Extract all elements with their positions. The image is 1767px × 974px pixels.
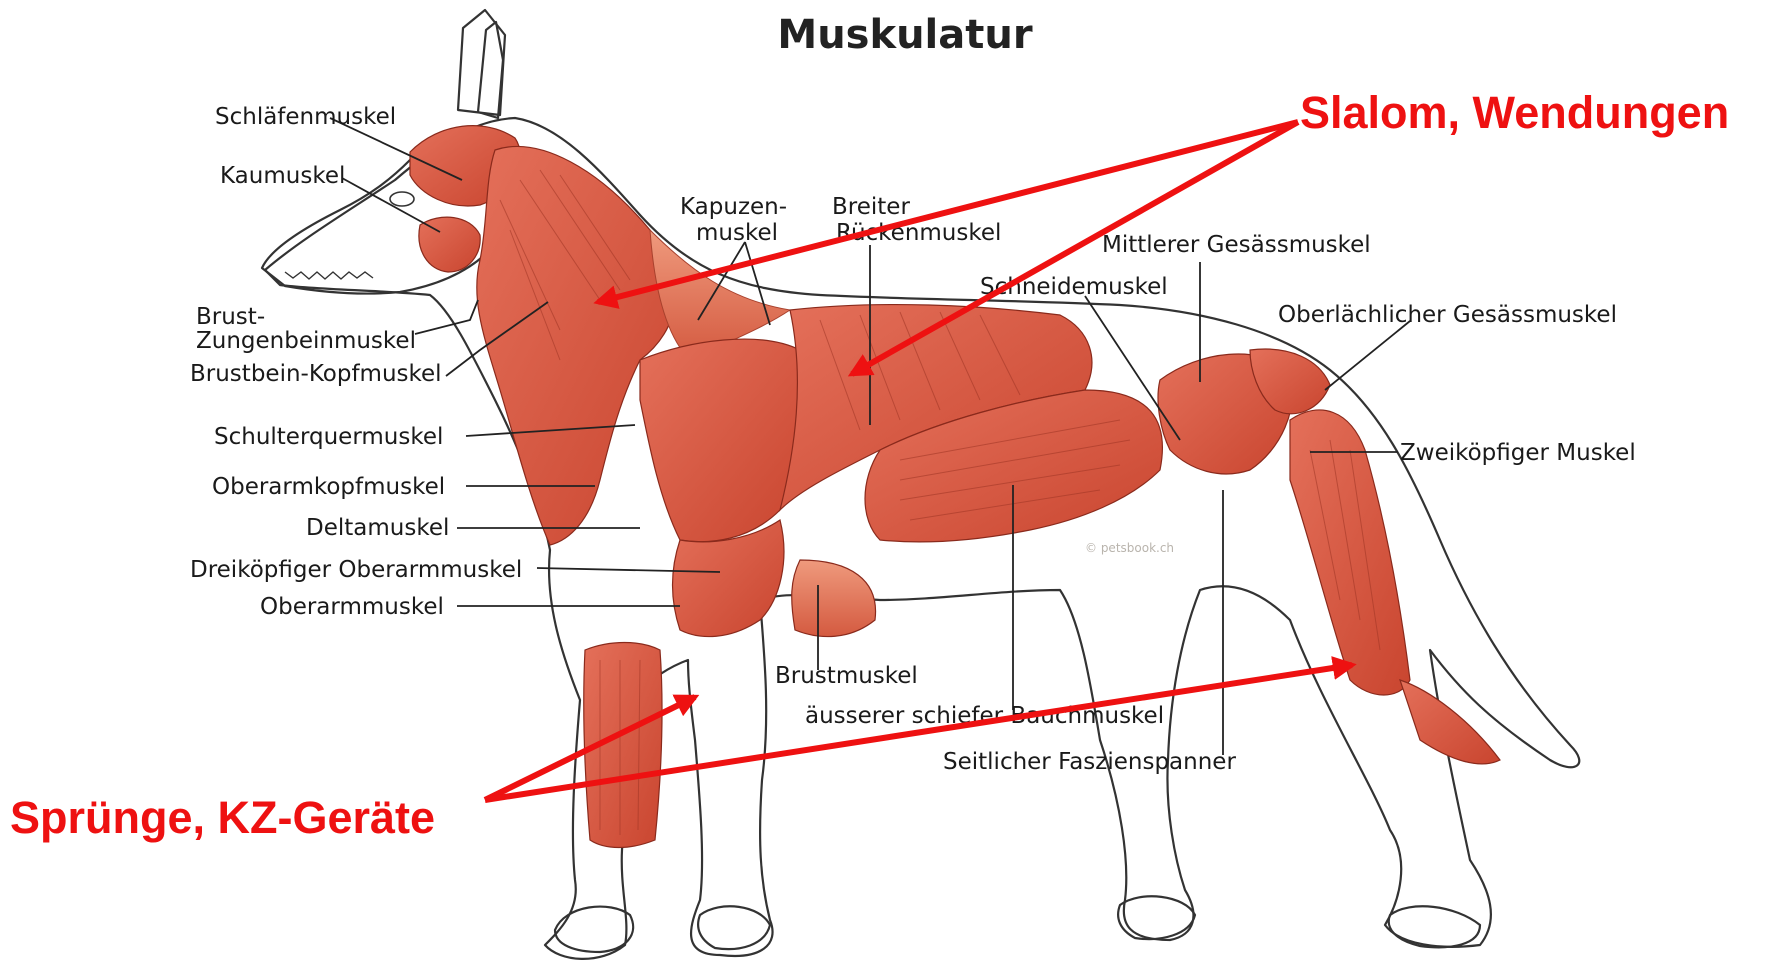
muscle-brustmuskel bbox=[792, 560, 876, 637]
label-schlaefenmuskel: Schläfenmuskel bbox=[215, 104, 396, 130]
label-brust-zungenbein-1: Brust- bbox=[196, 304, 265, 330]
label-brustbein-kopfmuskel: Brustbein-Kopfmuskel bbox=[190, 361, 442, 387]
label-deltamuskel: Deltamuskel bbox=[306, 515, 449, 541]
dog-ear bbox=[458, 10, 505, 115]
dog-illustration: © petsbook.ch bbox=[262, 10, 1579, 959]
callout-spruenge: Sprünge, KZ-Geräte bbox=[10, 792, 435, 843]
label-breiter-1: Breiter bbox=[832, 194, 910, 220]
paw-front-right bbox=[698, 906, 770, 949]
label-kaumuskel: Kaumuskel bbox=[220, 163, 345, 189]
dog-ear-back bbox=[478, 22, 503, 118]
label-oberflaechlicher-gesaessmuskel: Oberlächlicher Gesässmuskel bbox=[1278, 302, 1617, 328]
label-oberarmmuskel: Oberarmmuskel bbox=[260, 594, 444, 620]
label-kapuzenmuskel-2: muskel bbox=[696, 220, 778, 246]
watermark: © petsbook.ch bbox=[1085, 541, 1174, 555]
paw-hind-right bbox=[1389, 906, 1480, 947]
eye-icon bbox=[390, 192, 414, 206]
muscle-lower-hind bbox=[1400, 680, 1500, 764]
label-zweikoepfiger-muskel: Zweiköpfiger Muskel bbox=[1400, 440, 1636, 466]
diagram-title: Muskulatur bbox=[777, 12, 1032, 58]
label-schulterquermuskel: Schulterquermuskel bbox=[214, 424, 443, 450]
label-oberarmkopfmuskel: Oberarmkopfmuskel bbox=[212, 474, 445, 500]
label-mittlerer-gesaessmuskel: Mittlerer Gesässmuskel bbox=[1102, 232, 1371, 258]
label-dreikoepfiger-oberarmmuskel: Dreiköpfiger Oberarmmuskel bbox=[190, 557, 522, 583]
paw-front-left bbox=[555, 907, 633, 952]
label-brust-zungenbein-2: Zungenbeinmuskel bbox=[196, 328, 416, 354]
label-brustmuskel: Brustmuskel bbox=[775, 663, 918, 689]
teeth bbox=[285, 272, 373, 279]
label-seitlicher-faszienspanner: Seitlicher Faszienspanner bbox=[943, 749, 1236, 775]
paw-hind-left bbox=[1118, 896, 1195, 939]
label-kapuzenmuskel-1: Kapuzen- bbox=[680, 194, 787, 220]
callout-slalom: Slalom, Wendungen bbox=[1300, 87, 1729, 138]
